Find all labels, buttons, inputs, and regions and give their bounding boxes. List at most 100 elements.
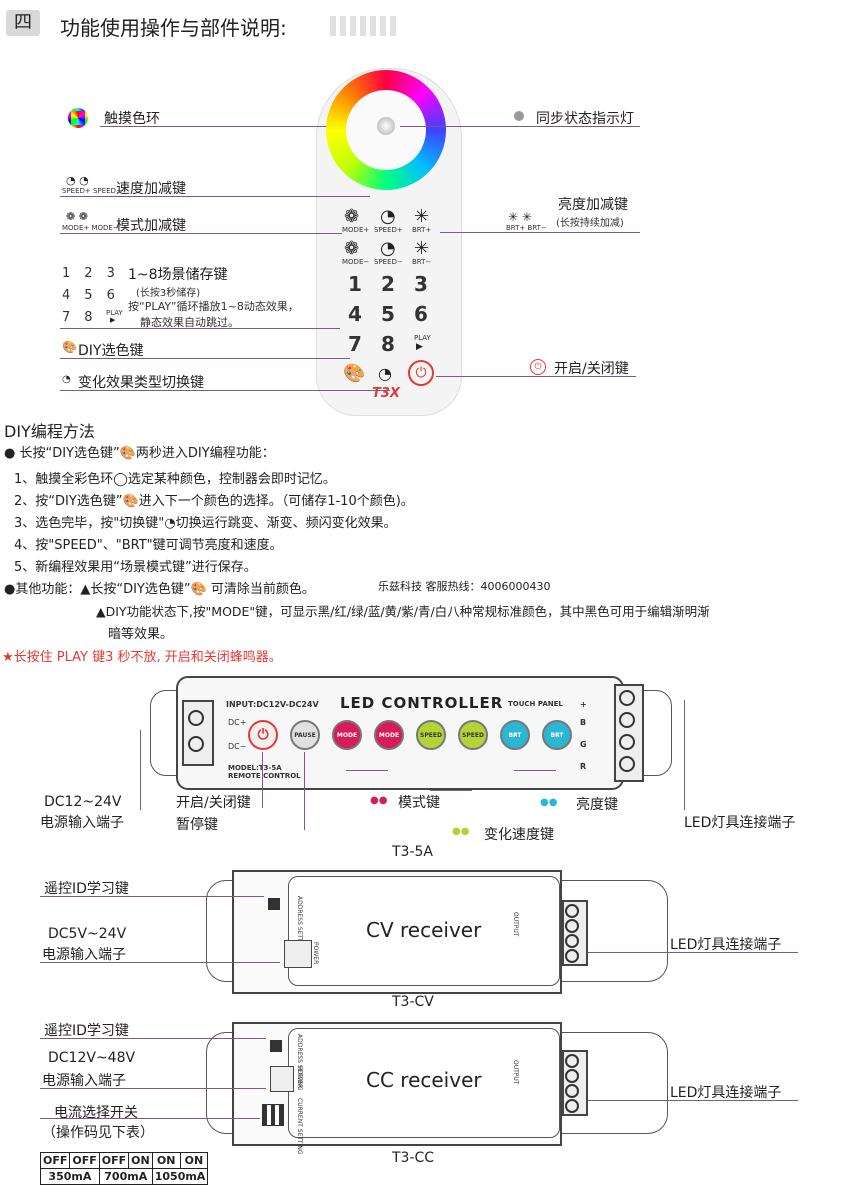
scene-key-7[interactable]: 7: [348, 332, 362, 356]
screw-b: [619, 712, 635, 728]
leader-speed: [60, 196, 370, 197]
label-cv-id-key: 遥控ID学习键: [44, 881, 129, 897]
leader-mode-keys: [346, 770, 388, 771]
controller-power-button[interactable]: ⏻: [248, 720, 278, 750]
label-cv-power-2: 电源输入端子: [42, 947, 126, 963]
mode-minus-icon[interactable]: ❁: [344, 238, 360, 259]
diy-intro: ● 长按“DIY选色键”🎨两秒进入DIY编程功能：: [4, 446, 275, 461]
cv-id-button[interactable]: [268, 898, 280, 910]
label-speed: 变化速度键: [484, 827, 554, 843]
touch-panel-text: TOUCH PANEL: [508, 700, 563, 708]
label-cc-current-2: （操作码见下表）: [42, 1125, 154, 1141]
controller-brt-minus-button[interactable]: BRT: [542, 720, 572, 750]
label-brightness-note: (长按持续加减): [556, 218, 624, 229]
label-diy-key: DIY选色键: [78, 343, 144, 359]
label-onoff: 开启/关闭键: [176, 795, 251, 811]
screw-g: [619, 734, 635, 750]
leader-touch-ring: [100, 126, 326, 127]
play-key[interactable]: PLAY: [414, 334, 431, 342]
leader-cc-id: [40, 1038, 266, 1039]
power-mini-icon: ⏻: [530, 359, 546, 375]
speed-minus-icon[interactable]: ◔: [380, 238, 396, 259]
cc-current-text: CURRENT SETTING: [296, 1098, 303, 1155]
leader-cc-power: [40, 1088, 266, 1089]
section-header: 四 功能使用操作与部件说明:: [0, 6, 868, 40]
speed-minus-text: SPEED−: [374, 258, 403, 266]
label-cc-current-1: 电流选择开关: [54, 1105, 138, 1121]
diy-step-1: 1、触摸全彩色环◯选定某种颜色，控制器会即时记忆。: [14, 472, 336, 487]
cv-screw-4: [565, 949, 579, 963]
mode-plus-icon[interactable]: ❁: [344, 206, 360, 227]
controller-speed-minus-button[interactable]: SPEED: [458, 720, 488, 750]
diy-step-2: 2、按“DIY选色键”🎨进入下一个颜色的选择。（可储存1-10个颜色)。: [14, 494, 414, 509]
label-mode-keys: 模式加减键: [116, 218, 186, 234]
brt-plus-icon[interactable]: ✳: [414, 206, 430, 227]
cc-address-text: ADDRESS SETTING: [296, 1034, 303, 1091]
controller-caption: T3-5A: [392, 844, 433, 860]
small-digits-row2: 456: [62, 288, 129, 303]
model-text: MODEL:T3-5A: [228, 764, 282, 772]
mode-label-dots: ●●: [370, 795, 388, 806]
cc-screw-1: [565, 1054, 579, 1068]
play-triangle-icon: ▶: [416, 342, 423, 352]
label-scene-note: (长按3秒储存): [136, 288, 201, 299]
rgb-b-text: B: [580, 718, 587, 727]
sync-status-led: [377, 117, 395, 135]
scene-key-2[interactable]: 2: [381, 272, 395, 296]
terminal-block-left: [182, 700, 214, 766]
label-cc-power-2: 电源输入端子: [42, 1073, 126, 1089]
table-cell: 1050mA: [151, 1168, 209, 1185]
diy-palette-icon[interactable]: 🎨: [343, 363, 366, 384]
controller-mode-plus-button[interactable]: MODE: [332, 720, 362, 750]
leader-sync: [400, 126, 640, 127]
table-row: 350mA 700mA 1050mA: [40, 1168, 209, 1185]
small-digits-row3: 78: [62, 310, 107, 325]
cv-caption: T3-CV: [392, 994, 434, 1010]
controller-speed-plus-button[interactable]: SPEED: [416, 720, 446, 750]
scene-key-4[interactable]: 4: [348, 302, 362, 326]
controller-title: LED CONTROLLER: [340, 694, 504, 712]
cc-id-button[interactable]: [270, 1040, 282, 1052]
label-speed-keys: 速度加减键: [116, 181, 186, 197]
mode-mini-icons: ❁ ❁: [66, 210, 88, 223]
diy-other-3: 暗等效果。: [108, 627, 174, 642]
switch-effect-icon[interactable]: ◔: [378, 364, 392, 383]
controller-pause-button[interactable]: PAUSE: [290, 720, 320, 750]
cv-screw-2: [565, 919, 579, 933]
scene-key-8[interactable]: 8: [381, 332, 395, 356]
label-cc-id-key: 遥控ID学习键: [44, 1023, 129, 1039]
buzzer-note: ★长按住 PLAY 键3 秒不放, 开启和关闭蜂鸣器。: [2, 650, 282, 665]
screw-dc-plus: [188, 710, 204, 726]
leader-pause: [304, 752, 305, 830]
scene-key-5[interactable]: 5: [381, 302, 395, 326]
input-text: INPUT:DC12V-DC24V: [226, 700, 319, 709]
speed-plus-icon[interactable]: ◔: [380, 206, 396, 227]
cc-dip-switch[interactable]: [262, 1104, 284, 1126]
leader-speed-keys: [430, 790, 472, 791]
mode-minus-text: MODE−: [342, 258, 370, 266]
scene-key-3[interactable]: 3: [414, 272, 428, 296]
speed-label-dots: ●●: [452, 826, 470, 837]
label-cv-led: LED灯具连接端子: [670, 937, 782, 953]
rgb-plus-text: +: [580, 700, 587, 709]
power-key-icon[interactable]: ⏻: [408, 360, 434, 386]
scene-key-6[interactable]: 6: [414, 302, 428, 326]
brt-minus-icon[interactable]: ✳: [414, 238, 430, 259]
hotline: 乐兹科技 客服热线：4006000430: [378, 580, 551, 593]
table-cell: ON: [179, 1152, 209, 1169]
speed-mini-icons: ◔ ◔: [66, 174, 89, 187]
scene-key-1[interactable]: 1: [348, 272, 362, 296]
leader-ctrl-power: [140, 730, 141, 810]
leader-cv-power: [40, 962, 280, 963]
cc-title: CC receiver: [366, 1068, 482, 1092]
dc-plus-text: DC+: [228, 718, 247, 727]
leader-scene: [60, 328, 340, 329]
controller-brt-plus-button[interactable]: BRT: [500, 720, 530, 750]
switch-mini-icon: ◔: [62, 374, 71, 385]
cc-screw-4: [565, 1099, 579, 1113]
diy-step-4: 4、按"SPEED"、"BRT"键可调节亮度和速度。: [14, 538, 283, 553]
diy-title: DIY编程方法: [4, 422, 95, 441]
diy-mini-icon: 🎨: [62, 340, 77, 354]
controller-mode-minus-button[interactable]: MODE: [374, 720, 404, 750]
cc-output-text: OUTPUT: [512, 1060, 519, 1085]
